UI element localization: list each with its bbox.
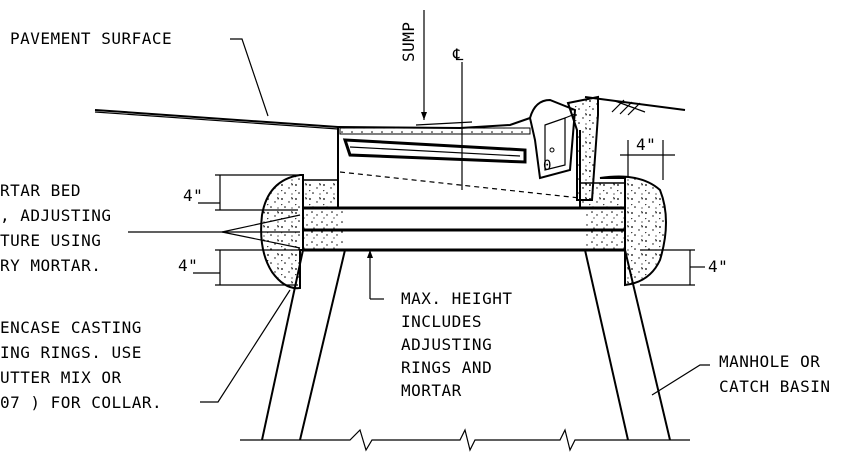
manhole-line-1: MANHOLE OR bbox=[719, 352, 820, 371]
sump-callout: SUMP bbox=[399, 10, 473, 126]
encase-line-4: 07 ) FOR COLLAR. bbox=[0, 393, 162, 412]
centerline: ℄ bbox=[452, 45, 464, 190]
dimension-left-lower: 4" bbox=[178, 249, 300, 286]
encase-line-2: ING RINGS. USE bbox=[0, 343, 142, 362]
concrete-collar bbox=[260, 174, 667, 290]
encase-line-1: ENCASE CASTING bbox=[0, 318, 142, 337]
manhole-note: MANHOLE OR CATCH BASIN bbox=[651, 352, 830, 396]
max-height-line-4: RINGS AND bbox=[401, 358, 492, 377]
max-height-line-2: INCLUDES bbox=[401, 312, 482, 331]
dimension-right-lower: 4" bbox=[640, 249, 728, 286]
centerline-symbol: ℄ bbox=[452, 45, 464, 64]
casting-frame: 0 bbox=[337, 98, 581, 209]
pavement-surface-callout: PAVEMENT SURFACE bbox=[10, 29, 269, 117]
mortar-bed-line-1: RTAR BED bbox=[0, 181, 81, 200]
dim-left-lower: 4" bbox=[178, 256, 198, 275]
casting-mark: 0 bbox=[543, 158, 552, 174]
dim-left-upper: 4" bbox=[183, 186, 203, 205]
encase-line-3: UTTER MIX OR bbox=[0, 368, 122, 387]
max-height-line-3: ADJUSTING bbox=[401, 335, 492, 354]
mortar-bed-line-4: RY MORTAR. bbox=[0, 256, 101, 275]
mortar-bed-line-3: TURE USING bbox=[0, 231, 101, 250]
earth-symbol bbox=[611, 99, 646, 116]
mortar-bed-note: RTAR BED , ADJUSTING TURE USING RY MORTA… bbox=[0, 181, 301, 275]
pavement-surface-label: PAVEMENT SURFACE bbox=[10, 29, 172, 48]
sump-label: SUMP bbox=[399, 21, 418, 62]
pavement-surface-line bbox=[94, 96, 686, 130]
encase-casting-note: ENCASE CASTING ING RINGS. USE UTTER MIX … bbox=[0, 289, 291, 412]
adjusting-rings bbox=[302, 206, 626, 252]
max-height-line-5: MORTAR bbox=[401, 381, 462, 400]
dim-right-upper: 4" bbox=[636, 135, 656, 154]
dimension-left-upper: 4" bbox=[183, 174, 298, 211]
dimension-right-upper: 4" bbox=[620, 135, 675, 180]
max-height-note: MAX. HEIGHT INCLUDES ADJUSTING RINGS AND… bbox=[367, 250, 512, 400]
manhole-line-2: CATCH BASIN bbox=[719, 377, 830, 396]
hidden-lines bbox=[339, 171, 581, 199]
manhole-walls bbox=[240, 249, 690, 452]
max-height-line-1: MAX. HEIGHT bbox=[401, 289, 512, 308]
dim-right-lower: 4" bbox=[708, 257, 728, 276]
mortar-bed-line-2: , ADJUSTING bbox=[0, 206, 111, 225]
